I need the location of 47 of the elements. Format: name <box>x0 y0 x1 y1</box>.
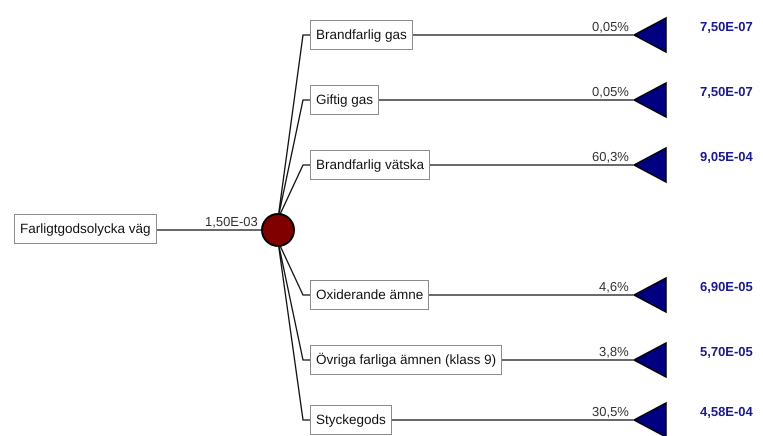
event-box <box>310 85 380 115</box>
event-box <box>310 345 502 375</box>
branch-line <box>157 229 262 231</box>
branch-line <box>278 246 310 421</box>
event-label: Farligtgodsolycka väg <box>20 221 151 236</box>
event-box <box>310 150 430 180</box>
branch-line <box>279 164 310 216</box>
end-node-triangle <box>633 342 667 378</box>
branch-line <box>279 244 310 296</box>
branch-line <box>278 34 310 214</box>
edge-label: 4,6% <box>599 279 629 294</box>
event-label: Brandfarlig vätska <box>316 157 424 172</box>
probability-value: 4,58E-04 <box>700 404 753 419</box>
end-node-triangle <box>633 82 667 118</box>
probability-value: 5,70E-05 <box>700 344 753 359</box>
event-label: Giftig gas <box>316 92 374 107</box>
event-label: Styckegods <box>316 412 386 427</box>
branch-line <box>413 34 633 36</box>
edge-label: 30,5% <box>592 404 629 419</box>
event-label: Brandfarlig gas <box>316 27 407 42</box>
edge-label: 0,05% <box>592 19 629 34</box>
edge-label: 3,8% <box>599 344 629 359</box>
branch-line <box>429 294 633 296</box>
edge-label: 0,05% <box>592 84 629 99</box>
branch-line <box>278 246 310 361</box>
event-box <box>310 20 413 50</box>
probability-value: 9,05E-04 <box>700 149 753 164</box>
branch-line <box>430 164 633 166</box>
event-box <box>310 280 430 310</box>
end-node-triangle <box>633 147 667 183</box>
branch-line <box>278 99 310 214</box>
probability-value: 6,90E-05 <box>700 279 753 294</box>
branch-line <box>379 99 633 101</box>
edge-label: 60,3% <box>592 149 629 164</box>
probability-value: 7,50E-07 <box>700 19 753 34</box>
event-box <box>310 405 392 435</box>
branch-line <box>502 359 633 361</box>
end-node-triangle <box>633 17 667 53</box>
event-box <box>14 214 157 244</box>
branch-line <box>392 419 633 421</box>
chance-node-circle <box>260 212 296 248</box>
event-label: Övriga farliga ämnen (klass 9) <box>316 352 496 367</box>
probability-value: 7,50E-07 <box>700 84 753 99</box>
end-node-triangle <box>633 277 667 313</box>
event-label: Oxiderande ämne <box>316 287 424 302</box>
end-node-triangle <box>633 402 667 436</box>
edge-label: 1,50E-03 <box>205 214 258 229</box>
